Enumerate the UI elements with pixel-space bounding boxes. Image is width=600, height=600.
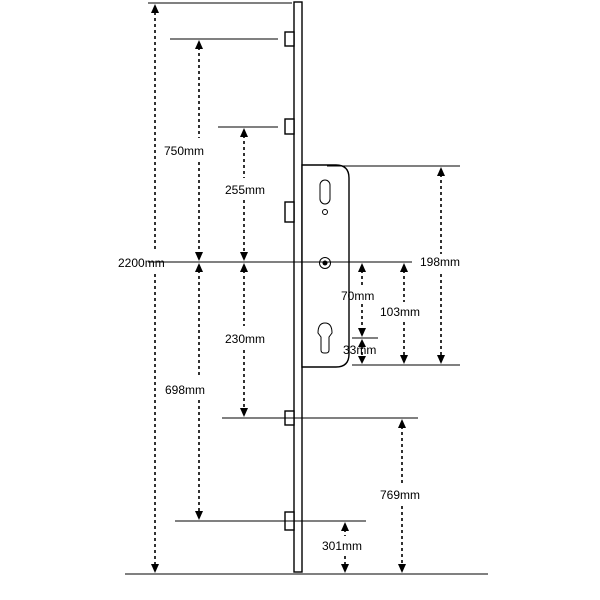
hook-bolt-2 — [284, 118, 295, 135]
arrow-255-top — [240, 128, 248, 137]
label-70mm: 70mm — [341, 289, 374, 303]
label-255mm: 255mm — [225, 183, 265, 197]
euro-cylinder-keyhole — [317, 322, 333, 354]
label-230mm: 230mm — [225, 332, 265, 346]
arrow-70-bottom — [358, 328, 366, 337]
label-198mm: 198mm — [420, 255, 460, 269]
label-2200mm: 2200mm — [118, 256, 165, 270]
dimension-lines — [154, 12, 442, 566]
arrow-2200-top — [151, 4, 159, 13]
arrow-255-bottom — [240, 252, 248, 261]
arrow-230-top — [240, 263, 248, 272]
small-screw — [322, 209, 328, 215]
label-103mm: 103mm — [380, 305, 420, 319]
hook-bolts — [284, 31, 295, 531]
arrow-769-bottom — [398, 564, 406, 573]
arrow-33-bottom — [358, 356, 366, 364]
label-33mm: 33mm — [343, 343, 376, 357]
arrow-230-bottom — [240, 408, 248, 417]
arrow-301-bottom — [341, 564, 349, 573]
arrow-698-top — [195, 263, 203, 272]
arrow-301-top — [341, 522, 349, 531]
arrow-103-bottom — [400, 355, 408, 364]
faceplate-strip — [293, 1, 303, 573]
label-698mm: 698mm — [165, 383, 205, 397]
arrow-103-top — [400, 263, 408, 272]
arrow-70-top — [358, 263, 366, 272]
arrowheads — [151, 4, 445, 573]
label-769mm: 769mm — [380, 488, 420, 502]
hook-bolt-1 — [284, 31, 295, 47]
hook-bolt-3 — [284, 201, 295, 223]
spindle-centre — [322, 260, 328, 266]
arrow-198-top — [437, 167, 445, 176]
arrow-33-top — [358, 339, 366, 347]
arrow-698-bottom — [195, 511, 203, 520]
arrow-2200-bottom — [151, 564, 159, 573]
arrow-750-top — [195, 40, 203, 49]
lock-case-body — [301, 164, 350, 368]
faceplate — [293, 1, 303, 573]
reference-lines — [125, 2, 488, 575]
arrow-198-bottom — [437, 355, 445, 364]
spindle-hole — [319, 257, 331, 269]
arrow-750-bottom — [195, 252, 203, 261]
arrow-769-top — [398, 419, 406, 428]
dimension-labels: 2200mm 750mm 255mm 230mm 698mm 198mm 103… — [118, 144, 460, 553]
lock-case — [301, 164, 350, 368]
latch-slot — [319, 179, 331, 205]
label-750mm: 750mm — [164, 144, 204, 158]
label-301mm: 301mm — [322, 539, 362, 553]
